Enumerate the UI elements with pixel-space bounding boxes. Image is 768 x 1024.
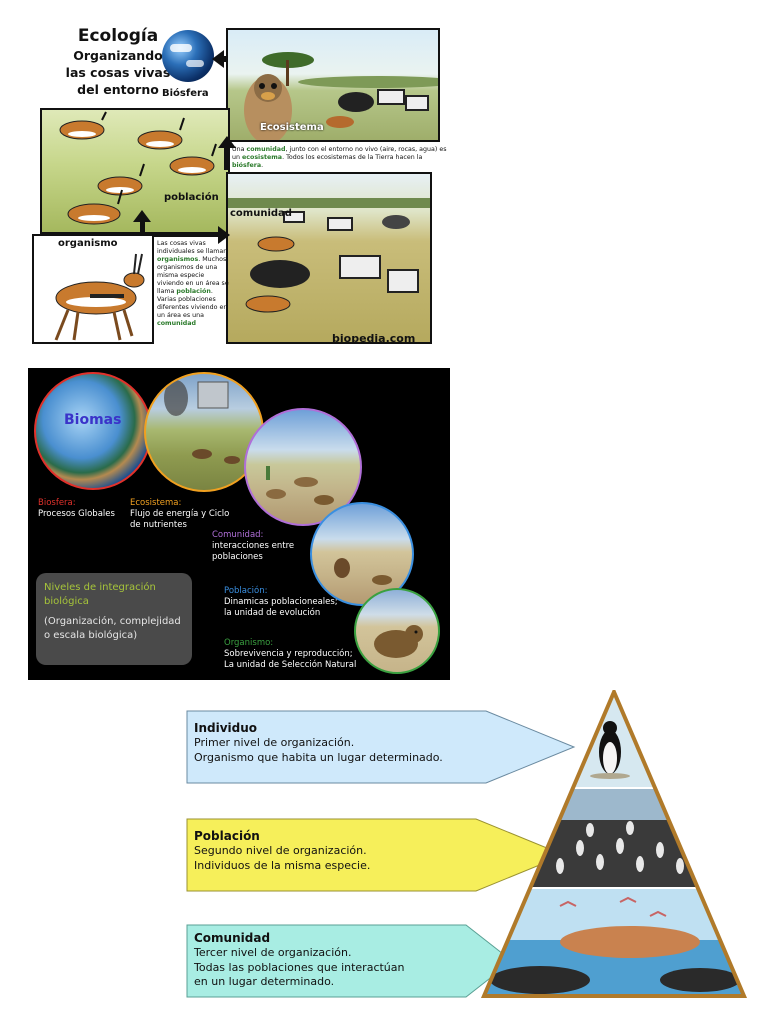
panel1-subtitle-line-3: del entorno: [77, 82, 159, 97]
prairie-dog-icon: [374, 625, 423, 658]
ecosystem-caption-keyword: biósfera: [232, 162, 262, 169]
biological-levels-dark-panel: Biomas Biosfera:: [28, 368, 450, 680]
population-circle-art: [334, 558, 392, 585]
level-comunidad-desc-1: interacciones entre: [212, 541, 295, 551]
population-scene: [40, 108, 230, 234]
organismo-label: organismo: [58, 238, 118, 249]
organism-caption-keyword: organismos: [157, 256, 199, 263]
arrow-up-bar-icon: [224, 146, 229, 170]
organism-scene: [32, 234, 154, 344]
organism-caption-part: . Varias poblaciones diferentes viviendo…: [157, 288, 228, 319]
integration-box-heading-1: Niveles de integración: [44, 582, 156, 593]
level-ecosistema-desc-2: de nutrientes: [130, 520, 187, 530]
panel1-title-block: Ecología Organizando las cosas vivas del…: [48, 26, 188, 97]
organization-pyramid: [480, 690, 748, 998]
banner-poblacion-title: Población: [194, 829, 260, 843]
ecosystem-caption-keyword: comunidad: [246, 146, 286, 153]
level-organismo-name: Organismo:: [224, 638, 274, 648]
level-poblacion-name: Población:: [224, 586, 268, 596]
banner-individuo-text: Individuo Primer nivel de organización. …: [194, 720, 443, 765]
banner-comunidad-title: Comunidad: [194, 931, 271, 945]
poblacion-label: población: [164, 192, 219, 203]
integration-box-body-1: (Organización, complejidad: [44, 616, 181, 627]
organism-circle: [354, 588, 440, 674]
biopedia-credit: biopedia.com: [332, 332, 416, 345]
level-comunidad-desc-2: poblaciones: [212, 552, 263, 562]
level-ecosistema: Ecosistema: Flujo de energía y Ciclo de …: [130, 498, 229, 531]
level-ecosistema-name: Ecosistema:: [130, 498, 182, 508]
panel1-subtitle-line-1: Organizando: [73, 48, 163, 63]
banner-individuo-line-2: Organismo que habita un lugar determinad…: [194, 750, 443, 764]
banner-individuo-line-1: Primer nivel de organización.: [194, 736, 355, 749]
banner-comunidad-line-2: Todas las poblaciones que interactúan: [194, 960, 405, 974]
ecosystem-caption-part: .: [261, 162, 264, 169]
organism-caption: Las cosas vivas individuales se llaman o…: [157, 240, 231, 328]
biomas-label: Biomas: [64, 412, 122, 428]
arrowhead-right-icon: [218, 226, 230, 244]
community-scene: [226, 172, 432, 344]
level-comunidad-name: Comunidad:: [212, 530, 264, 540]
community-circle-art: [266, 466, 334, 505]
integration-levels-box: Niveles de integración biológica (Organi…: [36, 573, 192, 665]
banner-poblacion-shape: [186, 818, 566, 892]
level-biosfera-name: Biosfera:: [38, 498, 76, 508]
ecology-levels-illustration: Ecología Organizando las cosas vivas del…: [28, 22, 447, 347]
organism-caption-keyword: población: [176, 288, 211, 295]
level-poblacion-desc-1: Dinamicas poblacioneales;: [224, 597, 338, 607]
banner-comunidad-text: Comunidad Tercer nivel de organización. …: [194, 930, 404, 990]
level-biosfera: Biosfera: Procesos Globales: [38, 498, 115, 520]
organism-caption-part: Las cosas vivas individuales se llaman: [157, 240, 228, 255]
organization-pyramid-panel: Individuo Primer nivel de organización. …: [180, 690, 768, 1024]
banner-comunidad-line-1: Tercer nivel de organización.: [194, 946, 352, 959]
ecosystem-caption-part: Una: [232, 146, 247, 153]
organism-caption-keyword: comunidad: [157, 320, 197, 327]
ecosystem-scene-art: [244, 52, 438, 140]
comunidad-label: comunidad: [230, 208, 292, 219]
arrow-up-organism-bar-icon: [140, 220, 145, 242]
integration-box-body-2: o escala biológica): [44, 630, 138, 641]
ecosystem-caption-keyword: ecosistema: [241, 154, 283, 161]
population-scene-art: [59, 111, 217, 225]
gazelle-illustration: [54, 253, 145, 341]
biosfera-label: Biósfera: [162, 88, 209, 99]
level-organismo-desc-2: La unidad de Selección Natural: [224, 660, 357, 670]
level-poblacion-desc-2: la unidad de evolución: [224, 608, 321, 618]
ecosystem-scene: [226, 28, 440, 142]
banner-individuo-title: Individuo: [194, 721, 258, 735]
earth-globe-icon: [162, 30, 214, 82]
level-poblacion: Población: Dinamicas poblacioneales; la …: [224, 586, 338, 619]
biosphere-globe-circle: [34, 372, 152, 490]
level-ecosistema-desc-1: Flujo de energía y Ciclo: [130, 509, 230, 519]
panel1-subtitle-line-2: las cosas vivas: [65, 65, 171, 80]
panel1-title: Ecología: [77, 26, 159, 46]
banner-individuo-shape: [186, 710, 576, 784]
banner-poblacion-line-2: Individuos de la misma especie.: [194, 858, 371, 872]
ecosystem-caption: Una comunidad, junto con el entorno no v…: [232, 146, 452, 170]
ecosystem-caption-part: , junto con el entorno no vivo (aire, ro…: [232, 146, 447, 161]
banner-comunidad-line-3: en un lugar determinado.: [194, 975, 335, 988]
arrowhead-left-icon: [212, 50, 224, 68]
level-organismo: Organismo: Sobrevivencia y reproducción;…: [224, 638, 356, 671]
community-scene-art: [228, 198, 430, 313]
ecosistema-label: Ecosistema: [260, 122, 324, 133]
banner-comunidad-shape: [186, 924, 513, 998]
ecosystem-caption-part: . Todos los ecosistemas de la Tierra hac…: [282, 154, 423, 161]
banner-comunidad: Comunidad Tercer nivel de organización. …: [186, 924, 576, 998]
arrowhead-up-icon: [218, 136, 236, 148]
ecosystem-circle-art: [164, 380, 240, 464]
level-organismo-desc-1: Sobrevivencia y reproducción;: [224, 649, 353, 659]
banner-poblacion: Población Segundo nivel de organización.…: [186, 818, 576, 892]
level-comunidad: Comunidad: interacciones entre poblacion…: [212, 530, 294, 563]
arrow-right-bar-icon: [154, 232, 226, 237]
banner-poblacion-text: Población Segundo nivel de organización.…: [194, 828, 370, 873]
arrowhead-up-organism-icon: [133, 210, 151, 222]
banner-individuo: Individuo Primer nivel de organización. …: [186, 710, 576, 784]
integration-box-heading-2: biológica: [44, 596, 89, 607]
organism-caption-part: . Muchos organismos de una misma especie…: [157, 256, 229, 295]
level-biosfera-desc: Procesos Globales: [38, 509, 115, 519]
banner-poblacion-line-1: Segundo nivel de organización.: [194, 844, 367, 857]
